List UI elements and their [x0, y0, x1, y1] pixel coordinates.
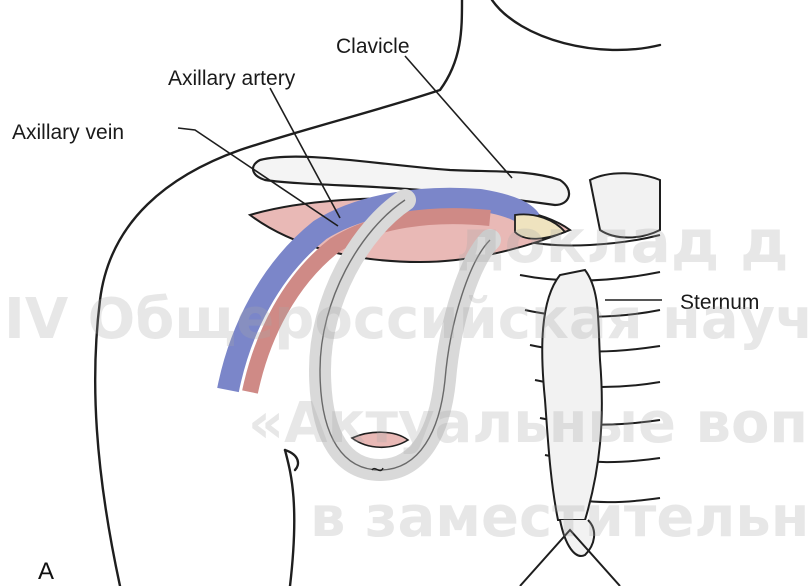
- manubrium: [590, 173, 660, 237]
- clavicle-tip: [515, 214, 565, 238]
- neck-outline: [492, 0, 660, 50]
- clavicle-label: Clavicle: [336, 36, 410, 57]
- panel-letter: A: [38, 560, 54, 584]
- sternum-bone: [542, 270, 602, 520]
- axilla-line: [285, 450, 294, 586]
- axillary-artery-label: Axillary artery: [168, 68, 295, 89]
- sternum-label: Sternum: [680, 292, 759, 313]
- lower-incision: [352, 432, 408, 447]
- axillary-vein-label: Axillary vein: [12, 122, 124, 143]
